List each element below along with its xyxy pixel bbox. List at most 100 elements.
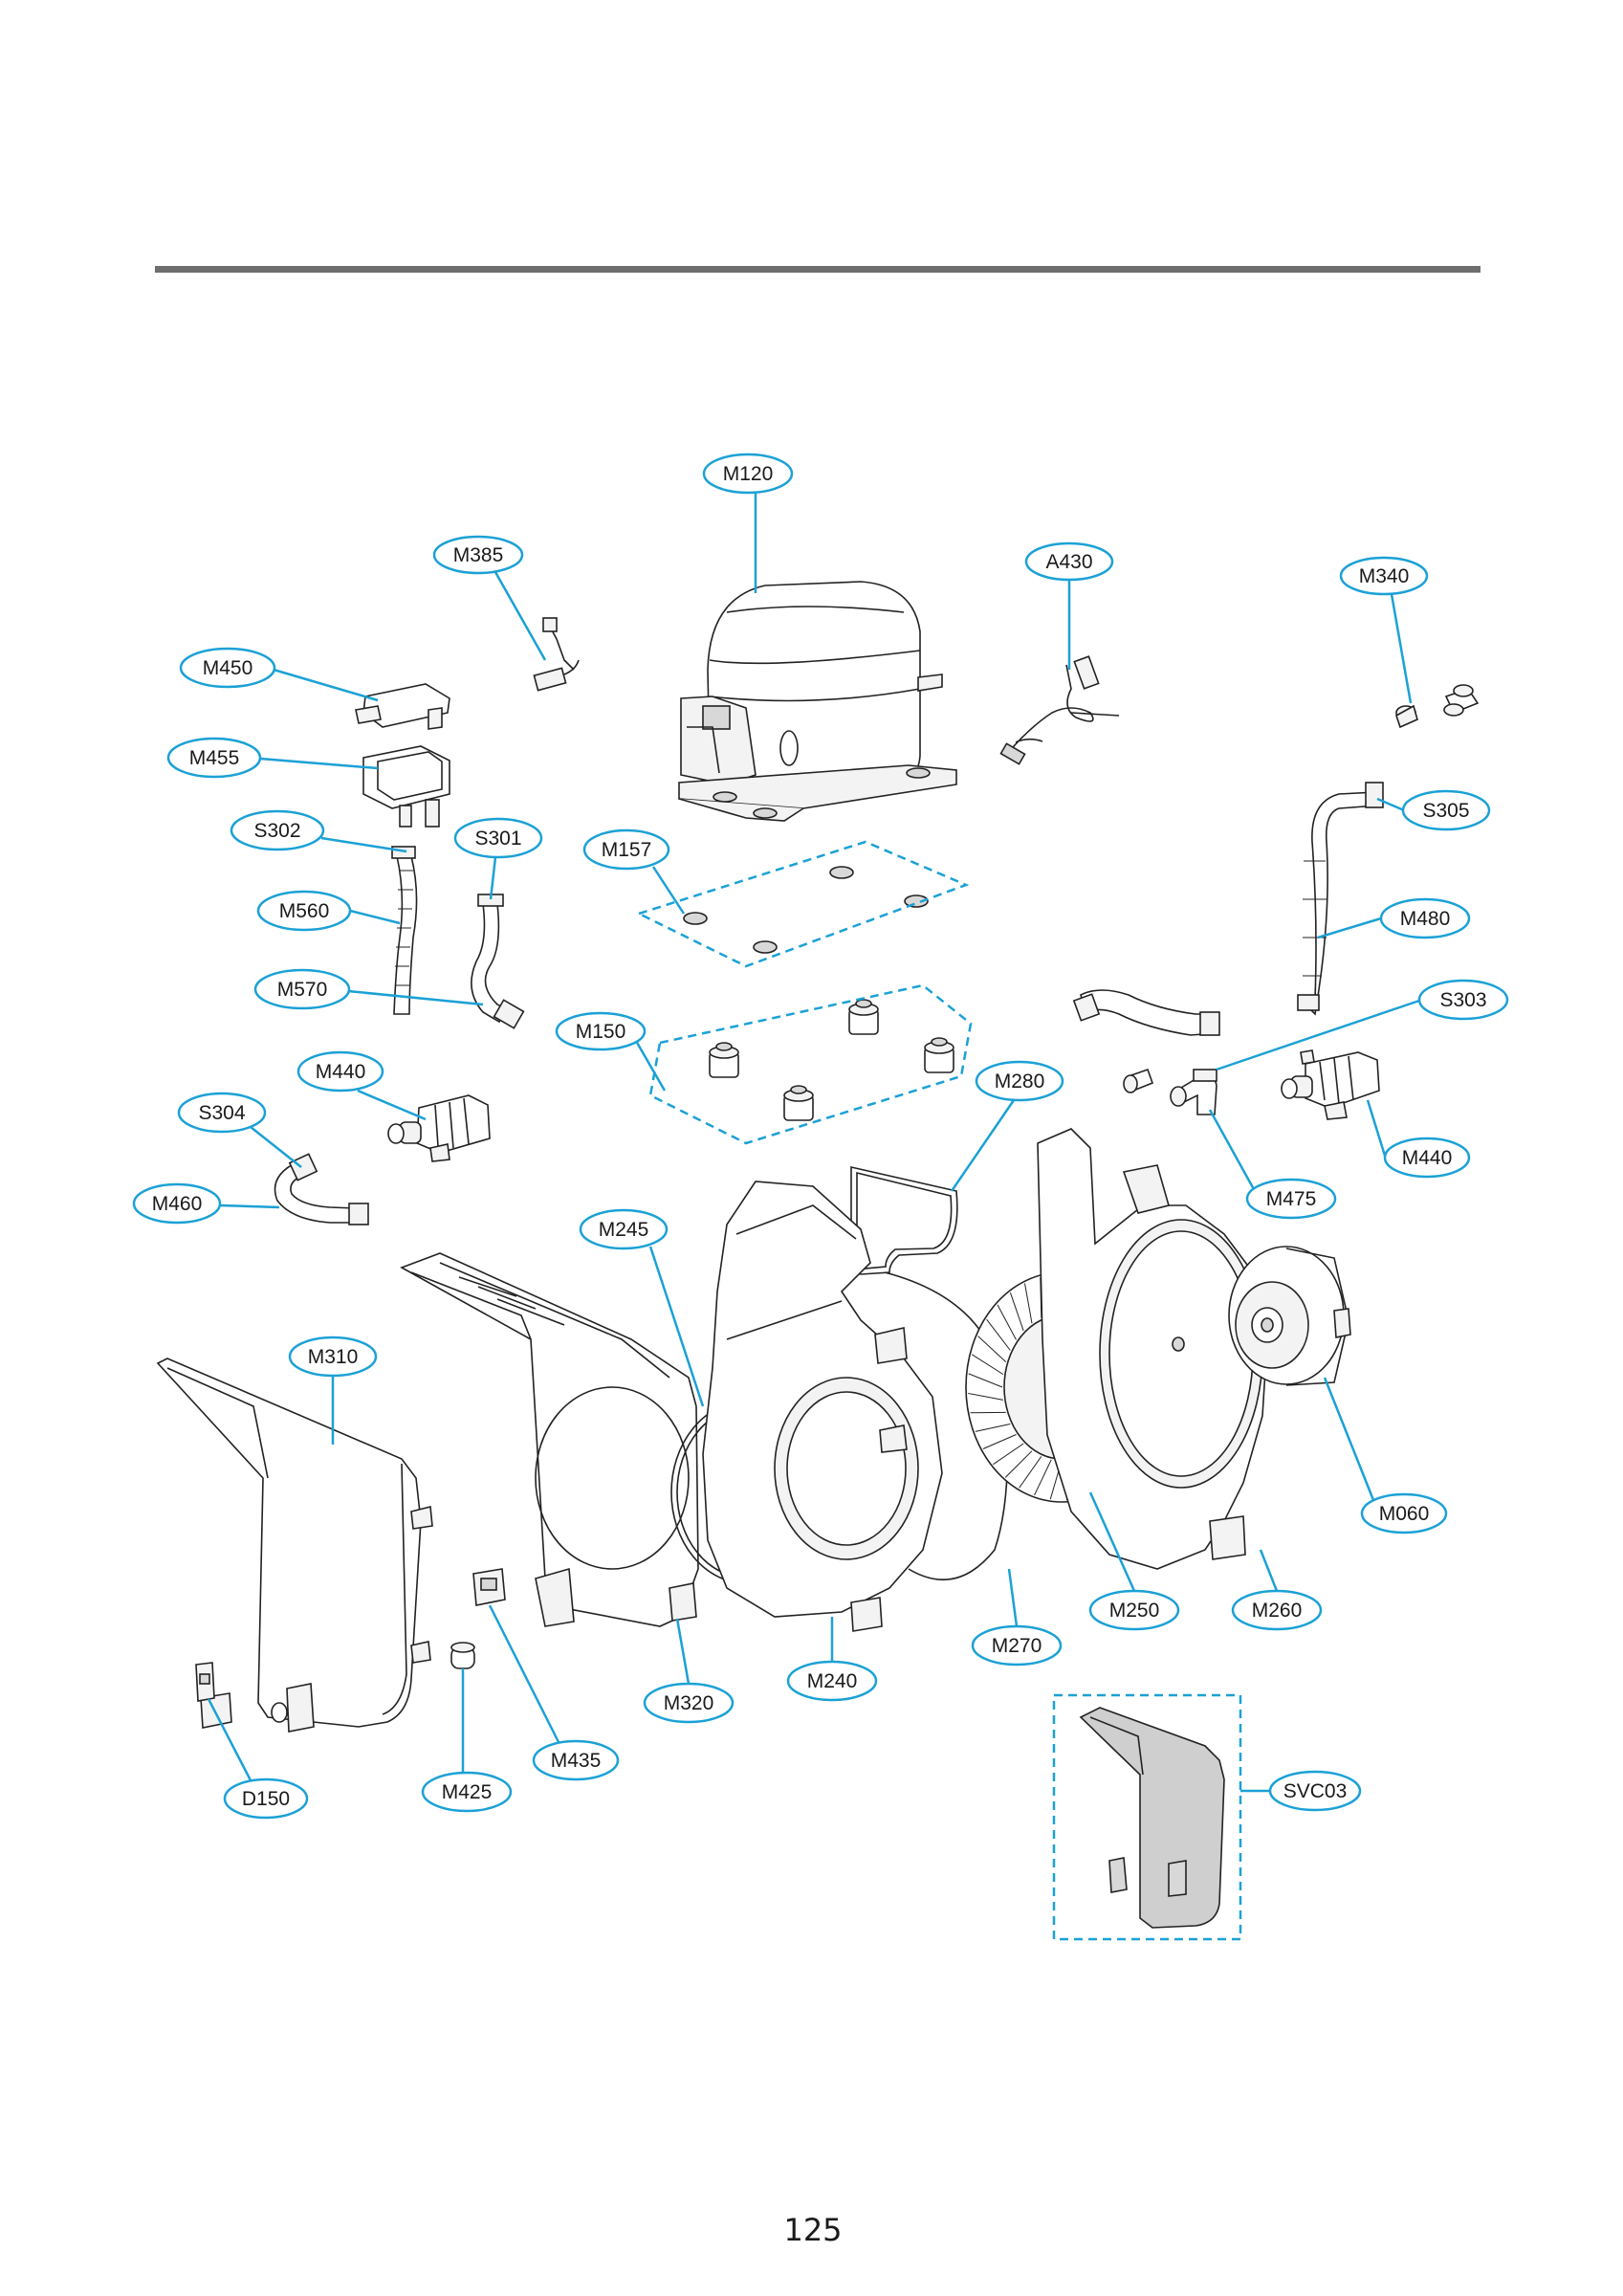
callout-svc03: SVC03 xyxy=(1240,1770,1362,1812)
callout-m570: M570 xyxy=(253,968,484,1010)
fan-blade xyxy=(968,1392,1004,1401)
callout-leader-line xyxy=(1208,1109,1257,1192)
callout-m480: M480 xyxy=(1317,897,1471,939)
callout-s301: S301 xyxy=(453,817,543,900)
fan-blade xyxy=(993,1443,1024,1466)
callout-m340: M340 xyxy=(1339,556,1429,704)
callout-oval xyxy=(1401,789,1491,831)
callout-label: M320 xyxy=(664,1692,714,1714)
callout-leader-line xyxy=(207,1698,252,1781)
callout-label: M310 xyxy=(308,1346,359,1368)
callout-label: M480 xyxy=(1400,908,1451,930)
callout-leader-line xyxy=(259,757,379,770)
callout-label: M340 xyxy=(1359,565,1410,587)
callout-m157: M157 xyxy=(582,828,686,915)
callout-oval xyxy=(1383,1137,1471,1179)
hose-m475-part xyxy=(1072,989,1220,1115)
callout-oval xyxy=(1417,979,1509,1021)
rear-housing-m260-part xyxy=(1037,1128,1268,1570)
valve-fitting-part xyxy=(1395,684,1480,729)
callout-m250: M250 xyxy=(1088,1491,1180,1631)
callout-a430: A430 xyxy=(1024,541,1114,670)
callout-leader-line xyxy=(1088,1491,1136,1592)
callout-label: S302 xyxy=(253,820,300,842)
callout-m240: M240 xyxy=(786,1617,878,1702)
callout-m310: M310 xyxy=(288,1336,378,1445)
callout-m460: M460 xyxy=(132,1182,280,1225)
callout-oval xyxy=(453,817,543,859)
callout-m560: M560 xyxy=(256,890,401,932)
hose-s302-part xyxy=(391,846,418,1015)
callout-oval xyxy=(132,1182,222,1225)
callout-label: SVC03 xyxy=(1283,1780,1348,1802)
callout-oval xyxy=(579,1208,669,1250)
callout-m435: M435 xyxy=(488,1604,620,1781)
header-rule xyxy=(155,266,1480,273)
callout-label: M260 xyxy=(1252,1600,1303,1622)
callout-leader-line xyxy=(651,866,686,915)
callout-oval xyxy=(256,890,352,932)
drain-pump-right-part xyxy=(1281,1049,1380,1120)
callout-oval xyxy=(223,1777,309,1820)
callout-m245: M245 xyxy=(579,1208,705,1407)
callout-label: M280 xyxy=(995,1071,1045,1093)
callout-s305: S305 xyxy=(1376,789,1491,831)
hose-m460-part xyxy=(274,1153,369,1225)
callout-leader-line xyxy=(675,1618,691,1685)
callout-leader-line xyxy=(273,668,379,702)
callout-oval xyxy=(296,1050,384,1093)
callout-label: M150 xyxy=(576,1021,626,1043)
callout-m270: M270 xyxy=(971,1568,1063,1667)
callout-oval xyxy=(166,737,262,779)
callout-oval xyxy=(1379,897,1471,939)
callout-oval xyxy=(643,1682,735,1724)
callout-label: M435 xyxy=(551,1750,602,1772)
drain-cover-part xyxy=(355,683,450,730)
callout-m385: M385 xyxy=(432,535,547,661)
callout-oval xyxy=(1024,541,1114,582)
callout-label: M455 xyxy=(189,747,240,769)
callout-m425: M425 xyxy=(421,1668,513,1813)
callout-m450: M450 xyxy=(179,647,379,702)
fan-blade xyxy=(997,1304,1017,1340)
callout-oval xyxy=(786,1660,878,1702)
callout-s302: S302 xyxy=(230,809,407,853)
callout-oval xyxy=(532,1739,620,1781)
callout-label: M425 xyxy=(442,1781,493,1803)
callout-oval xyxy=(555,1011,647,1051)
callout-leader-line xyxy=(1390,593,1413,704)
wire-connector-part xyxy=(533,617,580,692)
clip-d150-part xyxy=(195,1662,215,1702)
fan-blade xyxy=(1019,1456,1042,1489)
callout-leader-line xyxy=(1007,1568,1019,1627)
callout-leader-line xyxy=(488,1604,560,1743)
callout-leader-line xyxy=(250,1126,302,1168)
duct-m320-part xyxy=(400,1252,699,1627)
callout-label: M560 xyxy=(279,900,330,922)
callout-oval xyxy=(582,828,670,871)
callout-m150: M150 xyxy=(555,1011,667,1092)
callout-leader-line xyxy=(357,1089,427,1121)
callout-leader-line xyxy=(1323,1377,1375,1501)
compressor-base-plate-part xyxy=(683,866,929,954)
callout-m320: M320 xyxy=(643,1618,735,1724)
callout-label: S303 xyxy=(1439,989,1486,1011)
callout-leader-line xyxy=(349,909,401,925)
callout-oval xyxy=(1245,1178,1337,1220)
fan-blade xyxy=(1009,1292,1024,1332)
callout-label: M245 xyxy=(599,1219,649,1241)
callout-m440b: M440 xyxy=(1366,1099,1471,1179)
fan-blade xyxy=(982,1434,1017,1449)
callout-oval xyxy=(971,1624,1063,1667)
sensor-m435-part xyxy=(472,1568,506,1606)
fan-blade xyxy=(968,1373,1003,1388)
motor-m060-part xyxy=(1228,1246,1351,1386)
callout-m280: M280 xyxy=(950,1060,1064,1192)
callout-leader-line xyxy=(489,856,497,900)
cap-m425-part xyxy=(450,1642,475,1669)
callout-oval xyxy=(702,453,794,495)
callout-oval xyxy=(421,1771,513,1813)
m157-group-outline xyxy=(635,840,970,968)
compressor-part xyxy=(678,581,957,822)
